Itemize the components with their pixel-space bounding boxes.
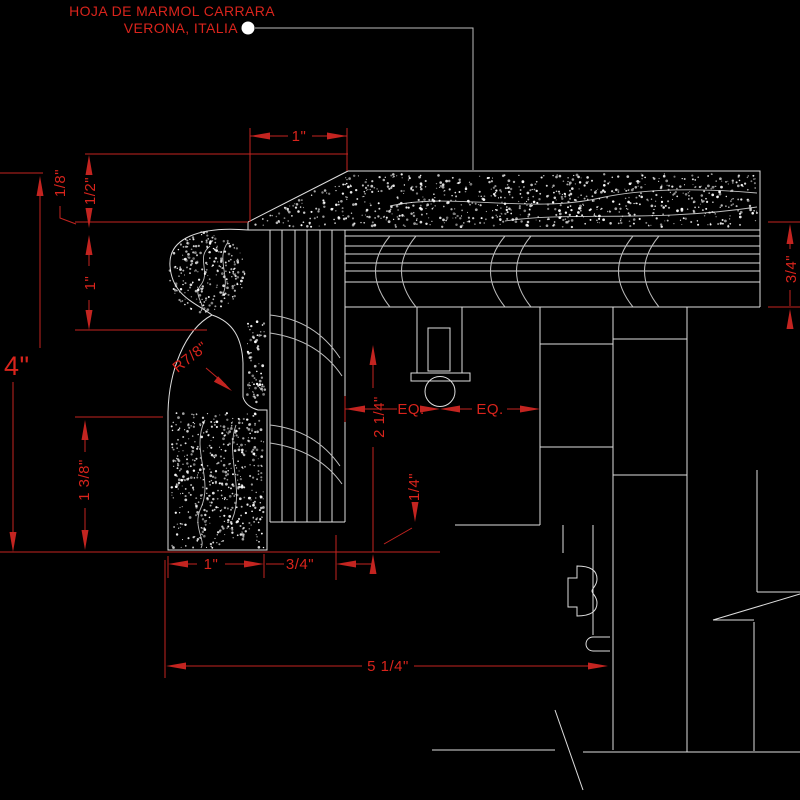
toggle-anchor (562, 525, 610, 652)
dim-cove-radius: R7/8" (170, 339, 232, 391)
dim-label-bead-height: 1" (82, 276, 99, 291)
dim-label-overall-height: 4" (4, 351, 30, 381)
dim-label-overall-width: 5 1/4" (367, 658, 409, 675)
dim-overall-width: 5 1/4" (164, 560, 608, 678)
dim-apron-height: 1 3/8" (76, 420, 93, 550)
dim-label-board-width: 3/4" (286, 556, 314, 573)
dim-label-top-width: 1" (292, 128, 307, 145)
break-lines (432, 470, 800, 791)
dim-overall-height: 4" (4, 176, 44, 552)
note-line-1: HOJA DE MARMOL CARRARA (69, 3, 275, 19)
dim-subtop-thickness: 3/4" (768, 221, 800, 329)
note-line-2: VERONA, ITALIA (124, 20, 239, 36)
dim-eq-centering: EQ. EQ. (344, 396, 540, 422)
dim-top-width: 1" (249, 128, 348, 222)
wall-framing (455, 307, 688, 752)
dim-soffit-height: 2 1/4" (369, 345, 388, 574)
dim-apron-width: 1" (167, 554, 265, 578)
dim-label-eq-right: EQ. (476, 401, 503, 418)
material-note: HOJA DE MARMOL CARRARA VERONA, ITALIA (69, 3, 275, 36)
dim-label-apron-width: 1" (204, 556, 219, 573)
dim-label-reveal: 1/4" (406, 473, 423, 501)
anchor-bolt (410, 307, 471, 407)
dim-label-chamfer: 1/8" (52, 169, 69, 197)
note-leader (241, 21, 474, 170)
dim-label-apron-height: 1 3/8" (76, 459, 93, 501)
dim-label-soffit-height: 2 1/4" (371, 396, 388, 438)
dim-label-cove-radius: R7/8" (170, 339, 212, 377)
extension-lines-left (0, 153, 440, 553)
marble-stipple-texture (168, 173, 758, 549)
dim-bead-height: 1" (82, 235, 99, 330)
dim-label-eq-left: EQ. (397, 401, 424, 418)
dim-label-subtop-thickness: 3/4" (783, 255, 800, 283)
dim-slab-thickness: 1/2" (82, 155, 99, 228)
dim-board-width: 3/4" (266, 535, 372, 580)
edge-board (269, 230, 346, 523)
dim-reveal: 1/4" (383, 473, 423, 545)
dim-chamfer: 1/8" (52, 169, 77, 225)
molding-apron (167, 228, 268, 551)
subtop-band (345, 235, 760, 308)
leader-dot (241, 21, 255, 35)
marble-slab (247, 170, 761, 307)
dim-label-slab-thickness: 1/2" (82, 177, 99, 205)
